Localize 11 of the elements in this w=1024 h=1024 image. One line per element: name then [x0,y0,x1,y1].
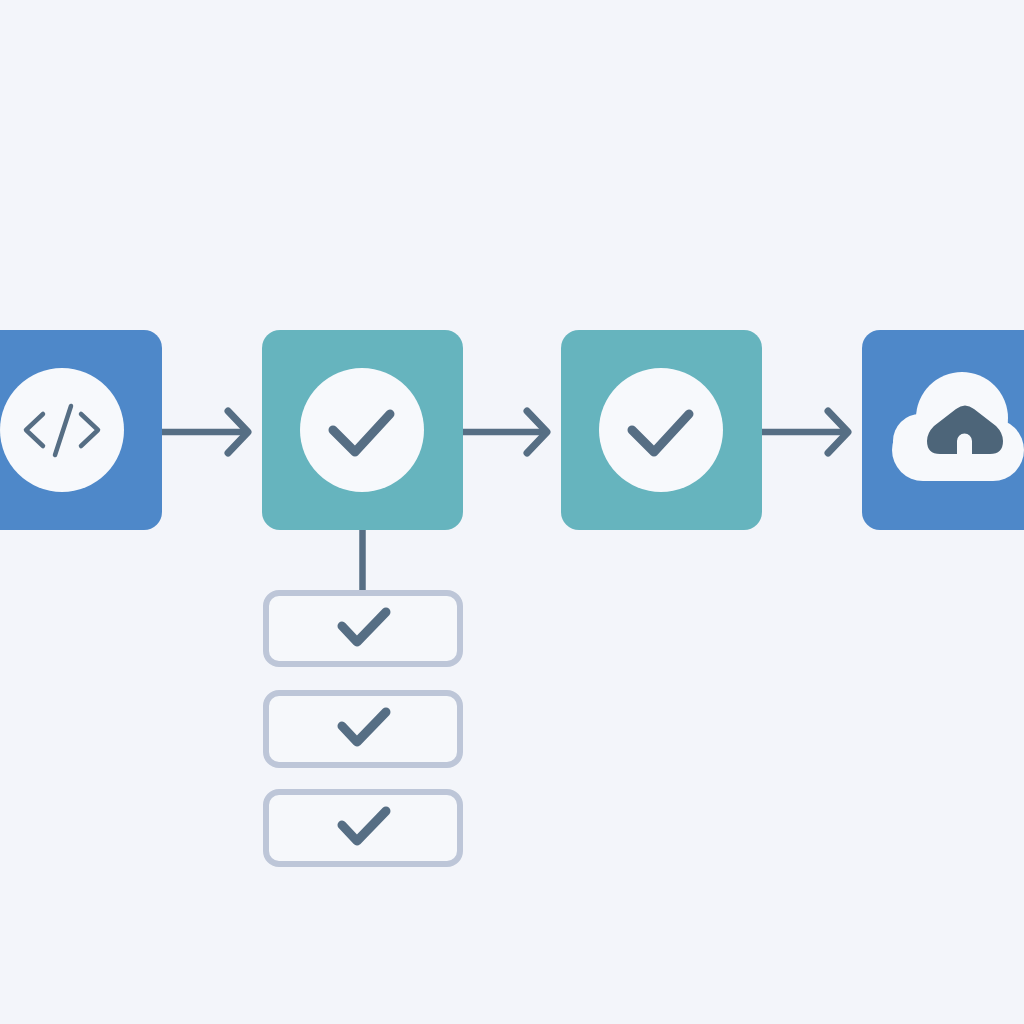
arrow [762,407,852,457]
checklist-item [263,590,463,667]
process-box [0,330,162,530]
arrow [162,407,252,457]
process-box [862,330,1024,530]
arrow [463,407,551,457]
checklist-item [263,690,463,768]
connector-line [359,530,366,590]
checklist-item [263,789,463,867]
process-box [262,330,463,530]
process-box [561,330,762,530]
